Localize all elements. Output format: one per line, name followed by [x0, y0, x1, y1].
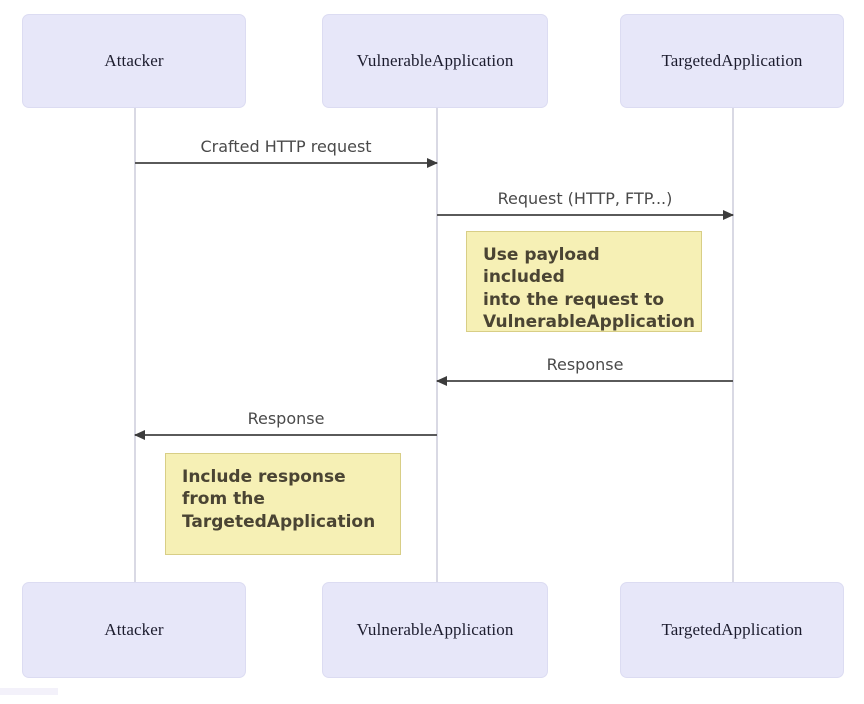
- lifeline-vulnerable-application: [436, 108, 438, 582]
- message-line-crafted-http-request: [135, 162, 437, 164]
- message-label-crafted-http-request: Crafted HTTP request: [200, 137, 372, 156]
- participant-label-targeted-application-top: TargetedApplication: [661, 50, 803, 70]
- arrowhead-right-icon: [427, 158, 438, 168]
- participant-box-attacker-top[interactable]: Attacker: [22, 14, 246, 108]
- participant-box-targeted-application-top[interactable]: TargetedApplication: [620, 14, 844, 108]
- note-text-use-payload: Use payload included into the request to…: [483, 245, 695, 333]
- message-line-response-targeted-to-vulnerable: [437, 380, 733, 382]
- participant-label-attacker-top: Attacker: [104, 50, 164, 70]
- message-label-response-targeted-to-vulnerable: Response: [546, 355, 624, 374]
- participant-label-targeted-application-bottom: TargetedApplication: [661, 619, 803, 639]
- participant-box-vulnerable-application-top[interactable]: VulnerableApplication: [322, 14, 548, 108]
- message-label-response-vulnerable-to-attacker: Response: [247, 409, 325, 428]
- arrowhead-right-icon: [723, 210, 734, 220]
- lifeline-targeted-application: [732, 108, 734, 582]
- message-label-request-protocols: Request (HTTP, FTP...): [497, 189, 673, 208]
- arrowhead-left-icon: [436, 376, 447, 386]
- participant-box-attacker-bottom[interactable]: Attacker: [22, 582, 246, 678]
- participant-box-targeted-application-bottom[interactable]: TargetedApplication: [620, 582, 844, 678]
- page-edge-artifact: [0, 688, 58, 695]
- arrowhead-left-icon: [134, 430, 145, 440]
- note-include-response[interactable]: Include response from the TargetedApplic…: [165, 453, 401, 555]
- lifeline-attacker: [134, 108, 136, 582]
- note-use-payload[interactable]: Use payload included into the request to…: [466, 231, 702, 332]
- participant-label-attacker-bottom: Attacker: [104, 619, 164, 639]
- message-line-request-protocols: [437, 214, 733, 216]
- note-text-include-response: Include response from the TargetedApplic…: [182, 467, 376, 532]
- message-line-response-vulnerable-to-attacker: [135, 434, 437, 436]
- participant-label-vulnerable-application-bottom: VulnerableApplication: [356, 619, 514, 639]
- participant-box-vulnerable-application-bottom[interactable]: VulnerableApplication: [322, 582, 548, 678]
- participant-label-vulnerable-application-top: VulnerableApplication: [356, 50, 514, 70]
